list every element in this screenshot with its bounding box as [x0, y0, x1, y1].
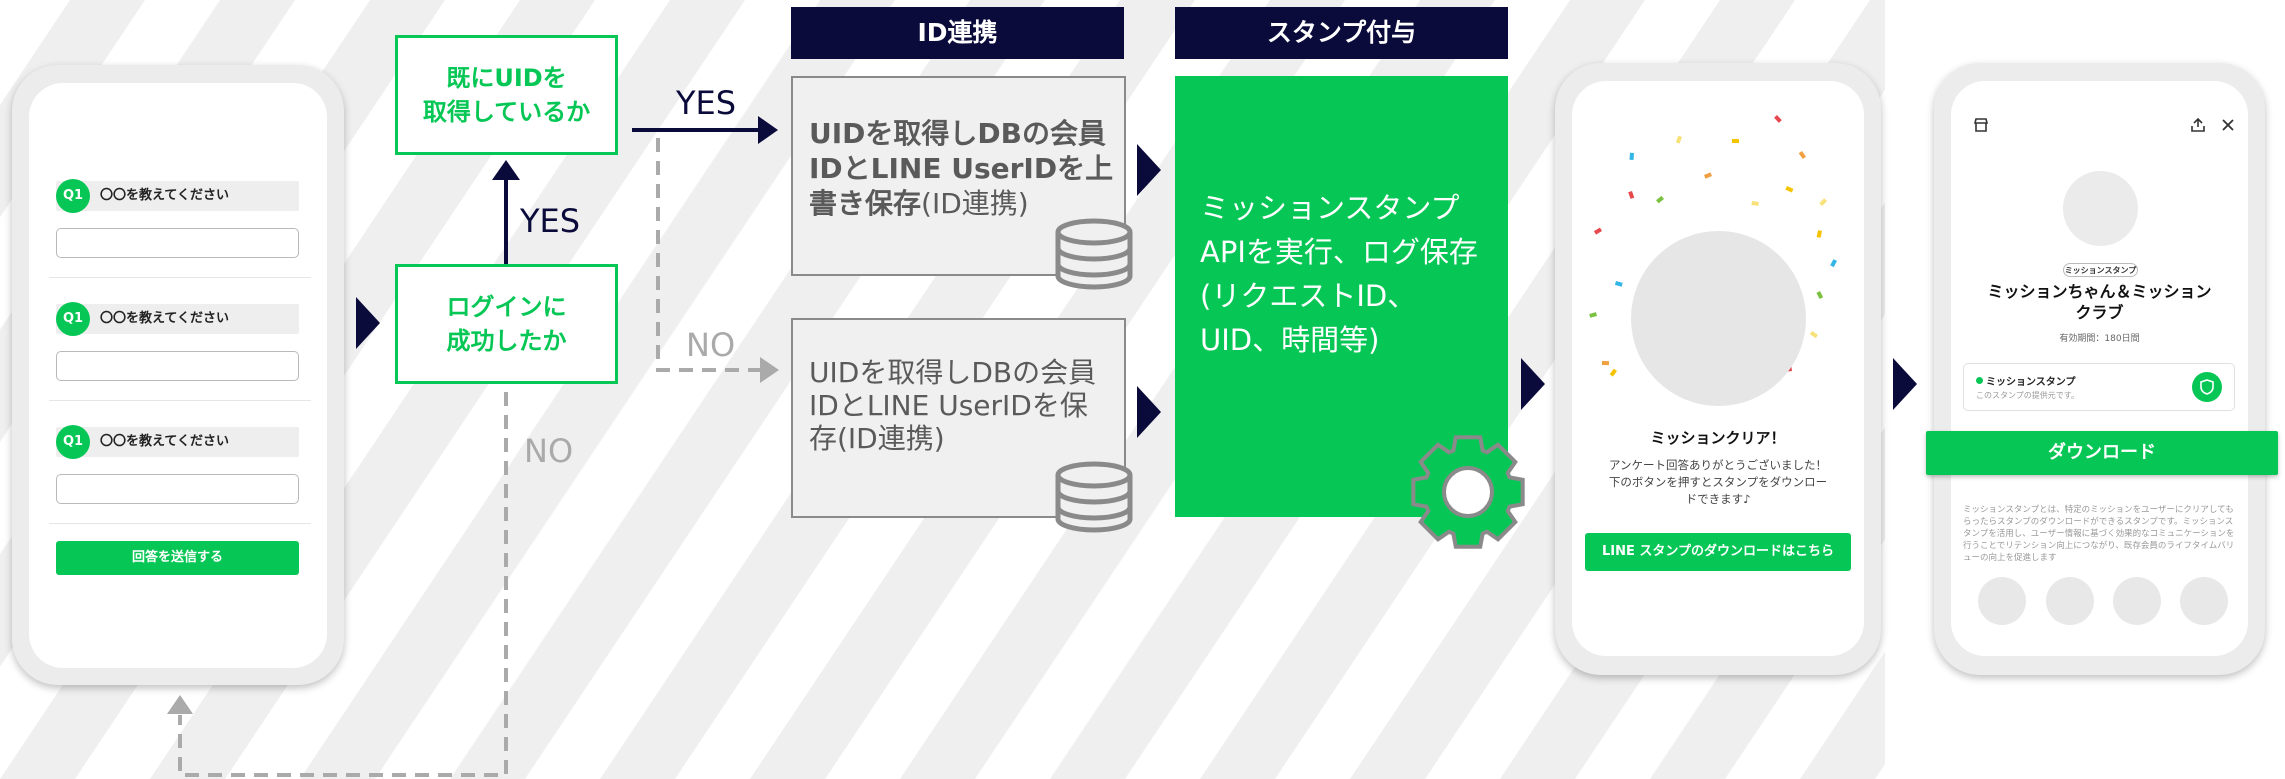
question-2: Q1 〇〇を教えてください [56, 302, 299, 336]
stamp-avatar-circle [2063, 171, 2138, 246]
overwrite-bold-text: UIDを取得しDBの会員IDとLINE UserIDを上書き保存 [809, 117, 1114, 220]
validity-text: 有効期間：180日間 [2059, 334, 2140, 344]
confetti-piece [1816, 290, 1824, 300]
confetti-piece [1816, 230, 1822, 238]
chevron-right-icon [1137, 386, 1161, 438]
no-path-line [656, 138, 760, 372]
divider [49, 523, 311, 524]
gear-icon [1411, 435, 1525, 549]
mission-clear-screen: ミッションクリア！ アンケート回答ありがとうございました！ 下のボタンを押すとス… [1572, 81, 1864, 656]
mission-clear-phone: ミッションクリア！ アンケート回答ありがとうございました！ 下のボタンを押すとス… [1555, 63, 1881, 675]
survey-phone: Q1 〇〇を教えてください Q1 〇〇を教えてください Q1 〇〇を教えてくださ… [12, 65, 344, 685]
stamp-thumbnail[interactable] [2180, 577, 2228, 625]
provider-card-subtitle: このスタンプの提供元です。 [1976, 391, 2079, 400]
submit-button[interactable]: 回答を送信する [56, 541, 299, 575]
confetti-piece [1614, 281, 1623, 287]
answer-input-3[interactable] [56, 474, 299, 504]
provider-card-title: ミッションスタンプ [1986, 377, 2076, 388]
provider-card[interactable]: ミッションスタンプ このスタンプの提供元です。 [1963, 363, 2235, 411]
right-arrow-icon [760, 357, 779, 383]
confetti [1589, 114, 1838, 377]
confetti-piece [1609, 368, 1617, 377]
mission-stamp-badge: ミッションスタンプ [2063, 263, 2138, 277]
mission-clear-body: アンケート回答ありがとうございました！ 下のボタンを押すとスタンプをダウンロー … [1608, 458, 1828, 506]
chevron-right-icon [1893, 358, 1917, 410]
save-text: UIDを取得しDBの会員IDとLINE UserIDを保存(ID連携) [809, 356, 1097, 455]
background-stripe [300, 0, 895, 779]
background-stripe [1800, 651, 1885, 779]
no-label-down: NO [524, 432, 574, 470]
decision-already-uid-text: 既にUIDを 取得しているか [422, 64, 591, 126]
database-icon [1055, 218, 1133, 290]
answer-input-1[interactable] [56, 228, 299, 258]
stamp-page-screen: ミッションスタンプ ミッションちゃん＆ミッション クラブ 有効期間：180日間 … [1951, 81, 2248, 656]
question-badge: Q1 [56, 302, 90, 336]
yes-label-right: YES [676, 84, 737, 122]
provider-dot [1976, 377, 1983, 384]
confetti-piece [1589, 312, 1597, 318]
overwrite-text: UIDを取得しDBの会員IDとLINE UserIDを上書き保存(ID連携) [809, 116, 1119, 221]
stamp-thumbnail[interactable] [2046, 577, 2094, 625]
close-icon[interactable] [2221, 118, 2235, 132]
line-stamp-download-button[interactable]: LINE スタンプのダウンロードはこちら [1585, 533, 1851, 571]
stamp-header: スタンプ付与 [1175, 7, 1508, 59]
confetti-piece [1809, 331, 1818, 339]
decision-already-uid: 既にUIDを 取得しているか [395, 35, 618, 155]
confetti-piece [1601, 361, 1609, 366]
survey-screen: Q1 〇〇を教えてください Q1 〇〇を教えてください Q1 〇〇を教えてくださ… [29, 83, 327, 668]
stamp-thumbnail[interactable] [1978, 577, 2026, 625]
confetti-piece [1830, 259, 1838, 268]
stamp-title: ミッションちゃん＆ミッション クラブ [1987, 282, 2212, 322]
download-button[interactable]: ダウンロード [1926, 431, 2278, 475]
no-loop-line [178, 392, 508, 777]
store-icon[interactable] [1973, 117, 1989, 133]
decision-login-success-text: ログインに 成功したか [446, 293, 567, 355]
up-arrow-icon [492, 160, 520, 180]
question-text: 〇〇を教えてください [100, 311, 229, 326]
question-badge: Q1 [56, 425, 90, 459]
divider [49, 400, 311, 401]
stamp-page-phone: ミッションスタンプ ミッションちゃん＆ミッション クラブ 有効期間：180日間 … [1934, 63, 2265, 675]
confetti-piece [1774, 114, 1782, 123]
confetti-piece [1819, 198, 1827, 207]
stamp-placeholder-circle [1631, 231, 1806, 406]
overwrite-box: UIDを取得しDBの会員IDとLINE UserIDを上書き保存(ID連携) [791, 76, 1126, 276]
up-arrow-icon [167, 695, 193, 714]
confetti-piece [1629, 152, 1634, 160]
stamp-description: ミッションスタンプとは、特定のミッションをユーザーにクリアしてもらったらスタンプ… [1963, 505, 2235, 563]
confetti-piece [1628, 190, 1635, 199]
question-text: 〇〇を教えてください [100, 188, 229, 203]
decision-login-success: ログインに 成功したか [395, 264, 618, 384]
question-text: 〇〇を教えてください [100, 434, 229, 449]
chevron-right-icon [1137, 144, 1161, 196]
question-badge: Q1 [56, 179, 90, 213]
share-icon[interactable] [2190, 117, 2206, 133]
api-text: ミッションスタンプAPIを実行、ログ保存(リクエストID、UID、時間等) [1200, 191, 1478, 357]
no-label-right: NO [686, 326, 736, 364]
chevron-right-icon [356, 297, 380, 349]
confetti-piece [1703, 172, 1712, 179]
confetti-piece [1798, 151, 1807, 160]
overwrite-suffix-text: (ID連携) [921, 187, 1029, 220]
api-box: ミッションスタンプAPIを実行、ログ保存(リクエストID、UID、時間等) [1175, 76, 1508, 517]
yes-label-up: YES [520, 202, 581, 240]
right-arrow-icon [758, 116, 778, 144]
id-link-header: ID連携 [791, 7, 1124, 59]
confetti-piece [1656, 195, 1664, 204]
confetti-piece [1593, 227, 1602, 235]
confetti-piece [1785, 186, 1794, 193]
answer-input-2[interactable] [56, 351, 299, 381]
chevron-right-icon [1521, 358, 1545, 410]
database-icon [1055, 461, 1133, 533]
confetti-piece [1675, 135, 1682, 144]
shield-icon [2192, 372, 2222, 402]
confetti-piece [1732, 139, 1739, 143]
mission-clear-title: ミッションクリア！ [1650, 429, 1786, 447]
divider [49, 277, 311, 278]
confetti-piece [1751, 201, 1759, 206]
question-1: Q1 〇〇を教えてください [56, 179, 299, 213]
question-3: Q1 〇〇を教えてください [56, 425, 299, 459]
stamp-thumbnail[interactable] [2113, 577, 2161, 625]
